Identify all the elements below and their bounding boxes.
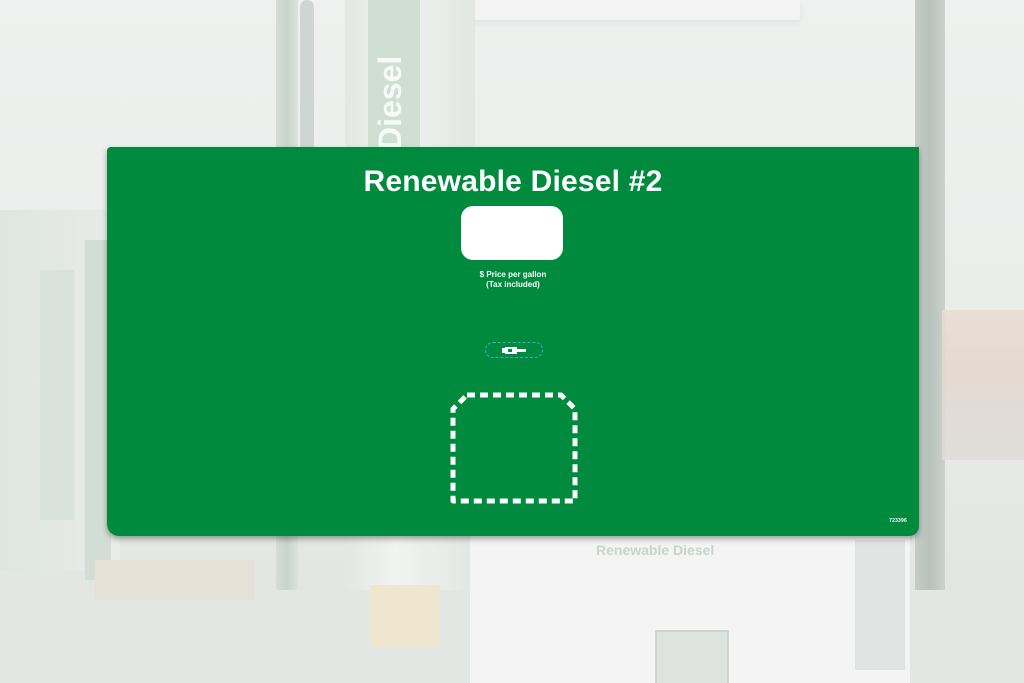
price-caption-line-2: (Tax included) [486,280,540,289]
pump-base [95,560,255,600]
dispenser-screen [655,630,729,683]
card-reader-outline-icon [450,392,578,504]
station-canopy [470,0,800,20]
dispenser-lower-label: Renewable Diesel [596,542,715,558]
price-display-window [461,206,563,260]
decal-title: Renewable Diesel #2 [363,165,663,198]
far-pump-2 [85,240,111,580]
fuel-hose-right [915,0,945,683]
fuel-hose-left [300,0,314,160]
dispenser-side-panel [855,540,905,670]
fuel-grade-decal: Renewable Diesel #2 $ Price per gallon (… [107,147,919,536]
price-caption-line-1: $ Price per gallon [479,270,547,279]
background-wall [480,80,920,160]
price-caption: $ Price per gallon (Tax included) [107,270,919,290]
dispenser-sticker [370,585,440,647]
part-number: 723396 [889,518,907,524]
nozzle-cutout-marker [485,342,543,358]
dispenser-strip [368,0,420,150]
fuel-nozzle-icon [502,347,526,354]
background-truck [942,310,1024,460]
dispenser-strip-label: Diesel [372,55,408,150]
far-pump-1 [40,270,74,520]
